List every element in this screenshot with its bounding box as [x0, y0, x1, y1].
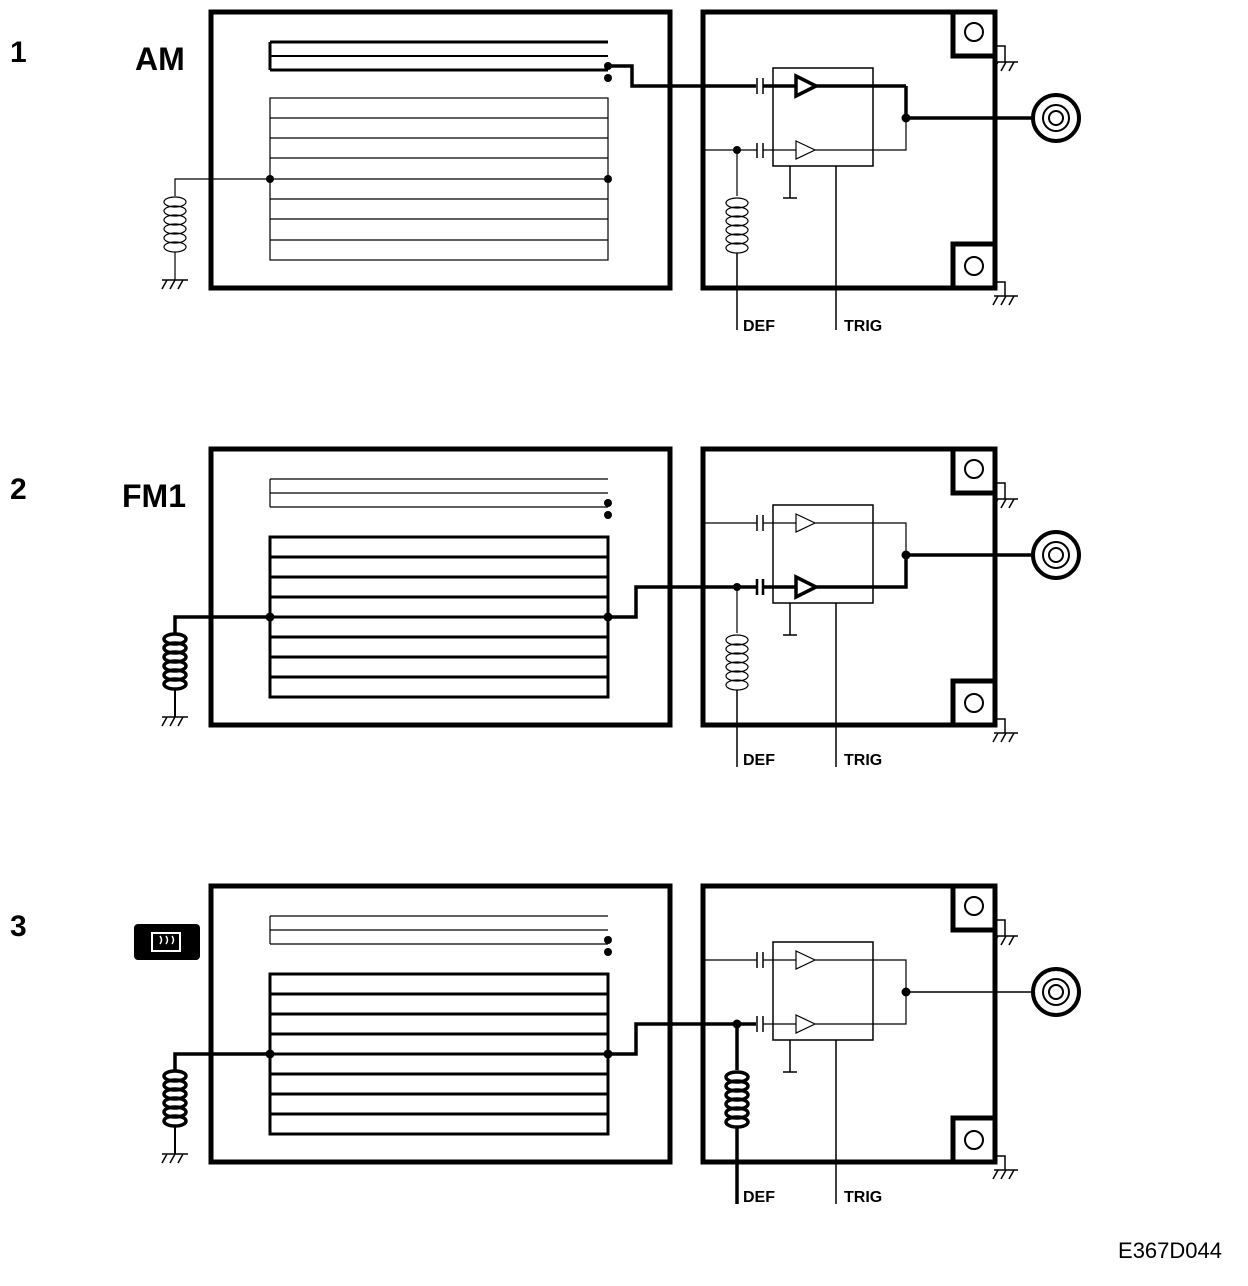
antenna-terminal	[604, 948, 612, 956]
panel-number: 1	[10, 36, 27, 69]
amplifier-module	[772, 67, 874, 167]
antenna-output-connector	[1031, 93, 1081, 143]
ground-symbol	[161, 716, 188, 727]
ground-symbol	[992, 919, 1018, 1180]
panel-number: 3	[10, 910, 27, 943]
antenna-terminal	[604, 511, 612, 519]
ground-symbol	[992, 45, 1018, 306]
defogger-grid	[268, 535, 610, 699]
fm-amplifier-triangle	[794, 574, 820, 600]
figure-code: E367D044	[1118, 1238, 1222, 1263]
amplifier-module	[772, 941, 874, 1041]
am-amplifier-triangle	[794, 73, 820, 99]
signal-wire-active	[608, 1022, 756, 1056]
signal-wire-active	[608, 585, 756, 619]
antenna-terminal	[604, 936, 612, 944]
amplifier-module	[772, 504, 874, 604]
antenna-output-connector	[1031, 530, 1081, 580]
choke-coil	[725, 634, 749, 691]
signal-wire-active	[608, 64, 756, 88]
ground-symbol	[161, 1153, 188, 1164]
mode-label: AM	[135, 41, 185, 77]
antenna-element	[269, 478, 608, 508]
capacitor	[755, 515, 765, 595]
choke-coil	[725, 197, 749, 254]
am-amplifier-triangle	[795, 513, 817, 533]
bolt-hole	[964, 459, 984, 479]
bolt-hole	[964, 22, 984, 42]
rear-window-glass	[208, 883, 673, 1165]
trig-label: TRIG	[844, 752, 882, 769]
am-amplifier-triangle	[795, 950, 817, 970]
def-label: DEF	[743, 1189, 775, 1206]
antenna-element	[268, 40, 608, 72]
capacitor	[756, 78, 764, 158]
trig-label: TRIG	[844, 318, 882, 335]
choke-coil	[163, 178, 270, 280]
trig-label: TRIG	[844, 1189, 882, 1206]
panel-1: 1 AM	[10, 9, 1081, 335]
ground-symbol	[992, 482, 1018, 743]
antenna-element	[269, 915, 608, 945]
panel-number: 2	[10, 473, 27, 506]
def-label: DEF	[743, 752, 775, 769]
rear-window-glass	[208, 446, 673, 728]
capacitor	[756, 952, 764, 1032]
bolt-hole	[964, 256, 984, 276]
bolt-hole	[964, 896, 984, 916]
panel-2: 2 FM1	[10, 446, 1081, 769]
mounting-bracket	[950, 883, 998, 933]
fm-amplifier-triangle	[795, 1014, 817, 1034]
choke-coil	[162, 615, 270, 717]
bolt-hole	[964, 693, 984, 713]
amplifier-housing	[700, 9, 998, 291]
choke-coil	[162, 1052, 270, 1154]
antenna-output-connector	[1031, 967, 1081, 1017]
antenna-terminal	[604, 499, 612, 507]
panel-3: 3	[10, 883, 1081, 1206]
def-label: DEF	[743, 318, 775, 335]
mode-label: FM1	[122, 478, 186, 514]
rear-window-glass	[208, 9, 673, 291]
rear-defroster-icon	[134, 924, 200, 960]
choke-coil	[724, 1070, 750, 1129]
amplifier-housing	[700, 883, 998, 1165]
amplifier-housing	[700, 446, 998, 728]
ground-symbol	[161, 279, 188, 290]
fm-amplifier-triangle	[795, 140, 817, 160]
defogger-grid	[268, 972, 610, 1136]
antenna-terminal	[604, 74, 612, 82]
defogger-grid	[269, 97, 609, 261]
grid-terminal	[604, 175, 612, 183]
bolt-hole	[964, 1130, 984, 1150]
